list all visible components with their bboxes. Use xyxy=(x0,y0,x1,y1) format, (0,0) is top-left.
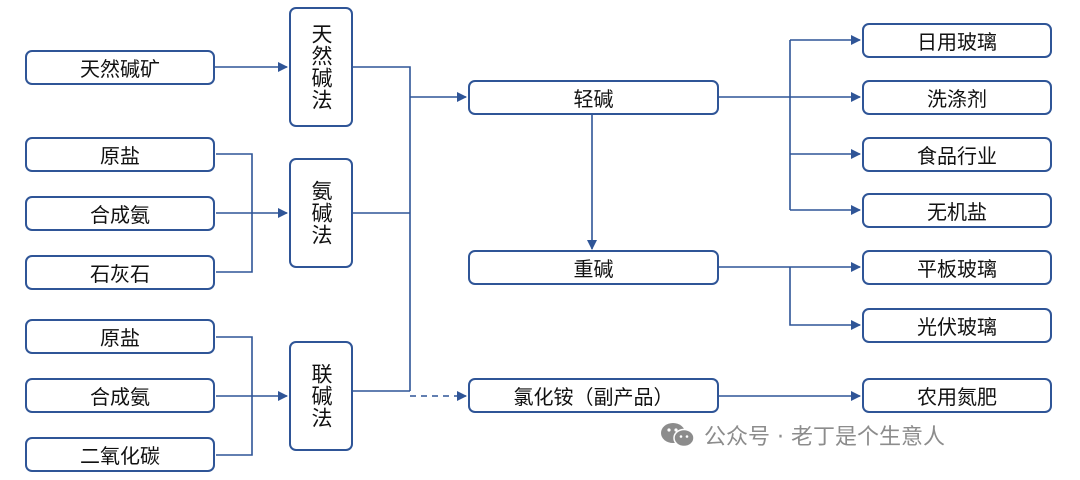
connector-heavy-to-pv xyxy=(789,267,861,330)
product-ammonium-chloride: 氯化铵（副产品） xyxy=(468,378,719,413)
raw-ammonia-synthetic-ammonia: 合成氨 xyxy=(25,196,215,231)
raw-ammonia-limestone: 石灰石 xyxy=(25,255,215,290)
connector-natural xyxy=(353,66,411,391)
app-flat-glass: 平板玻璃 xyxy=(862,250,1052,285)
product-light-soda: 轻碱 xyxy=(468,80,719,115)
process-ammonia-soda-label: 氨碱法 xyxy=(309,180,333,246)
app-detergent: 洗涤剂 xyxy=(862,80,1052,115)
raw-joint-salt: 原盐 xyxy=(25,319,215,354)
raw-natural-ore: 天然碱矿 xyxy=(25,50,215,85)
app-pv-glass: 光伏玻璃 xyxy=(862,308,1052,343)
process-joint-soda: 联碱法 xyxy=(289,341,353,451)
app-food-industry: 食品行业 xyxy=(862,137,1052,172)
process-ammonia-soda: 氨碱法 xyxy=(289,158,353,268)
app-daily-glass: 日用玻璃 xyxy=(862,23,1052,58)
process-natural-soda: 天然碱法 xyxy=(289,7,353,127)
app-nitrogen-fertilizer: 农用氮肥 xyxy=(862,378,1052,413)
watermark-text: 公众号 · 老丁是个生意人 xyxy=(704,425,945,450)
product-heavy-soda: 重碱 xyxy=(468,250,719,285)
app-inorganic-salt: 无机盐 xyxy=(862,193,1052,228)
raw-joint-carbon-dioxide: 二氧化碳 xyxy=(25,437,215,472)
wechat-icon xyxy=(661,423,695,448)
process-joint-soda-label: 联碱法 xyxy=(309,363,333,429)
raw-ammonia-salt: 原盐 xyxy=(25,137,215,172)
watermark: 公众号 · 老丁是个生意人 xyxy=(660,418,945,452)
raw-joint-synthetic-ammonia: 合成氨 xyxy=(25,378,215,413)
process-natural-soda-label: 天然碱法 xyxy=(309,23,333,111)
